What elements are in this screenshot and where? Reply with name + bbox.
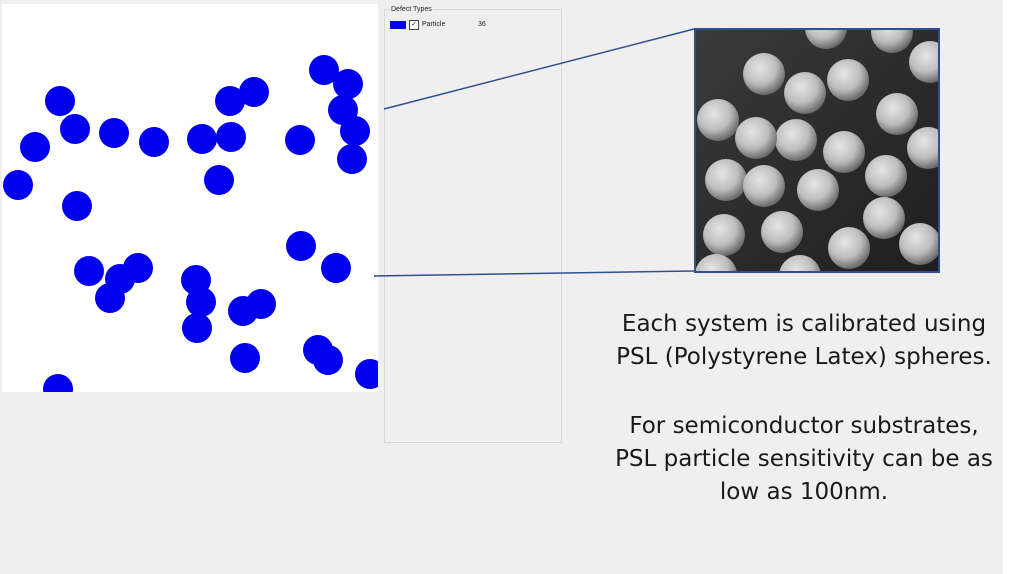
particle-checkbox[interactable]: ✓ — [409, 20, 419, 30]
caption-line: For semiconductor substrates, — [629, 413, 979, 439]
particle-color-swatch — [390, 21, 406, 29]
legend-item-particle[interactable]: ✓ Particle 36 — [390, 20, 558, 31]
legend-item-count: 36 — [478, 21, 486, 28]
sem-image-psl-spheres — [694, 28, 940, 273]
psl-spheres — [696, 30, 938, 271]
particle-marker[interactable] — [215, 86, 245, 116]
defect-types-title: Defect Types — [390, 5, 433, 14]
legend-item-label: Particle — [422, 21, 446, 28]
slide-edge — [1003, 0, 1024, 574]
particle-marker[interactable] — [337, 144, 367, 174]
particle-marker[interactable] — [3, 170, 33, 200]
particle-marker[interactable] — [340, 116, 370, 146]
particle-marker[interactable] — [216, 122, 246, 152]
particle-marker[interactable] — [186, 287, 216, 317]
caption-line: Each system is calibrated using — [621, 311, 987, 337]
particle-marker[interactable] — [187, 124, 217, 154]
particle-markers — [3, 55, 378, 392]
defect-map[interactable] — [2, 4, 378, 392]
particle-marker[interactable] — [123, 253, 153, 283]
particle-marker[interactable] — [239, 77, 269, 107]
particle-marker[interactable] — [285, 125, 315, 155]
particle-marker[interactable] — [74, 256, 104, 286]
particle-marker[interactable] — [95, 283, 125, 313]
particle-marker[interactable] — [321, 253, 351, 283]
particle-marker[interactable] — [139, 127, 169, 157]
particle-marker[interactable] — [20, 132, 50, 162]
particle-marker[interactable] — [309, 55, 339, 85]
particle-marker[interactable] — [62, 191, 92, 221]
particle-marker[interactable] — [45, 86, 75, 116]
defect-types-panel: Defect Types ✓ Particle 36 — [384, 5, 562, 443]
particle-marker[interactable] — [60, 114, 90, 144]
calibration-caption: Each system is calibrated using PSL (Pol… — [600, 308, 1008, 509]
particle-marker[interactable] — [246, 289, 276, 319]
particle-marker[interactable] — [230, 343, 260, 373]
particle-marker[interactable] — [313, 345, 343, 375]
defect-map-canvas[interactable] — [2, 4, 378, 392]
particle-marker[interactable] — [182, 313, 212, 343]
particle-marker[interactable] — [99, 118, 129, 148]
particle-marker[interactable] — [333, 69, 363, 99]
particle-marker[interactable] — [43, 374, 73, 392]
caption-line: low as 100nm. — [719, 479, 889, 505]
particle-marker[interactable] — [286, 231, 316, 261]
caption-line: PSL (Polystyrene Latex) spheres. — [616, 344, 992, 370]
particle-marker[interactable] — [355, 359, 378, 389]
caption-line: PSL particle sensitivity can be as — [615, 446, 993, 472]
sem-image — [696, 30, 938, 271]
particle-marker[interactable] — [204, 165, 234, 195]
